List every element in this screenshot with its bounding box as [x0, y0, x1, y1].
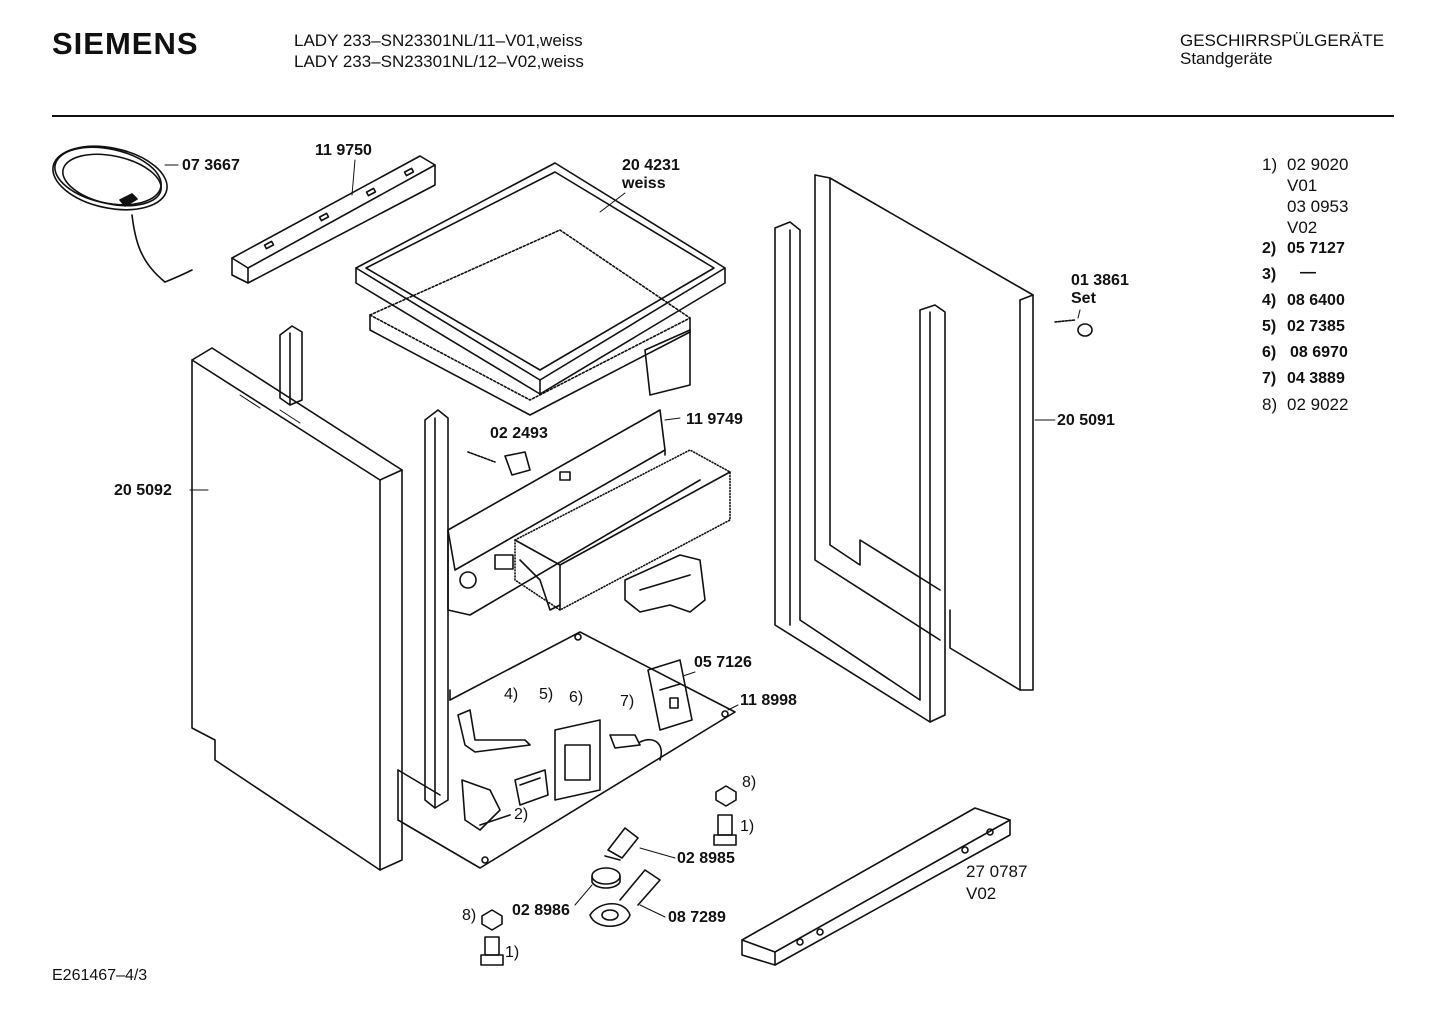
legend-value-5: 02 7385	[1287, 318, 1345, 335]
part-label-screw-cap-note: Set	[1071, 290, 1096, 307]
latch-part	[605, 828, 638, 860]
legend-key-2: 2)	[1262, 240, 1277, 257]
legend-key-5: 5)	[1262, 318, 1277, 335]
model-line-2: LADY 233–SN23301NL/12–V02,weiss	[294, 52, 584, 71]
callout-4: 4)	[504, 686, 519, 703]
legend-value-3: —	[1300, 264, 1316, 281]
legend-value-7: 04 3889	[1287, 370, 1345, 387]
drawing-id: E261467–4/3	[52, 967, 148, 984]
callout-8-right: 8)	[742, 774, 757, 791]
top-rail-part	[232, 156, 435, 283]
legend-value-2: 05 7127	[1287, 240, 1345, 257]
callout-5: 5)	[539, 686, 554, 703]
part-label-disc: 02 8986	[512, 902, 570, 919]
part-label-base-rail: 27 0787	[966, 862, 1028, 881]
screw-cap-part	[1055, 320, 1092, 336]
left-profile-part	[280, 326, 302, 405]
nut-bolt-right	[714, 786, 736, 845]
part-label-screw-cap: 01 3861	[1071, 272, 1129, 289]
legend-value-1-v02: V02	[1287, 218, 1318, 237]
air-duct-part	[625, 555, 705, 612]
part-label-bracket: 05 7126	[694, 654, 752, 671]
category-subtitle: Standgeräte	[1180, 49, 1273, 68]
part-label-worktop: 20 4231	[622, 157, 680, 174]
legend-key-8: 8)	[1262, 395, 1278, 414]
part-label-base-plate: 11 8998	[740, 692, 797, 709]
left-side-panel-part	[192, 348, 402, 870]
callout-7: 7)	[620, 693, 635, 710]
legend-key-7: 7)	[1262, 370, 1277, 387]
legend-value-1: 02 9020	[1287, 155, 1349, 174]
part-label-latch: 02 8985	[677, 850, 735, 867]
category-title: GESCHIRRSPÜLGERÄTE	[1180, 31, 1385, 50]
callout-1-right: 1)	[740, 818, 755, 835]
part-label-cord: 07 3667	[182, 157, 240, 174]
valve-part	[590, 870, 660, 926]
part-label-top-rail: 11 9750	[315, 142, 372, 159]
model-line-1: LADY 233–SN23301NL/11–V01,weiss	[294, 31, 583, 50]
legend-value-6: 08 6970	[1290, 344, 1348, 361]
right-frame-part	[815, 175, 1033, 690]
part-label-left-panel: 20 5092	[114, 482, 172, 499]
part-label-valve: 08 7289	[668, 909, 726, 926]
power-cord-part	[47, 137, 192, 282]
callout-8-left: 8)	[462, 907, 477, 924]
base-rail-part	[742, 808, 1010, 965]
legend-key-6: 6)	[1262, 344, 1277, 361]
legend-value-8: 02 9022	[1287, 395, 1349, 414]
small-parts-group	[458, 710, 661, 830]
legend-value-1-alt: 03 0953	[1287, 197, 1349, 216]
part-label-right-frame: 20 5091	[1057, 412, 1115, 429]
brand-logo: SIEMENS	[52, 26, 199, 61]
legend-key-4: 4)	[1262, 292, 1277, 309]
legend-value-4: 08 6400	[1287, 292, 1345, 309]
insulation-panel-part	[370, 230, 690, 415]
legend-value-1-v01: V01	[1287, 176, 1318, 195]
bracket-part	[648, 660, 692, 730]
part-label-base-rail-variant: V02	[966, 884, 997, 903]
callout-6: 6)	[569, 689, 584, 706]
part-label-control-panel: 11 9749	[686, 411, 743, 428]
callout-2: 2)	[514, 806, 529, 823]
front-frame-strip	[398, 410, 448, 808]
legend-key-1: 1)	[1262, 155, 1278, 174]
base-plate-part	[398, 632, 735, 868]
header-divider	[52, 115, 1394, 117]
screw-clip-part	[468, 452, 530, 475]
legend-key-3: 3)	[1262, 266, 1277, 283]
nut-bolt-left	[481, 910, 503, 965]
part-label-screw-clip: 02 2493	[490, 425, 548, 442]
control-panel-part	[448, 410, 700, 615]
disc-part	[592, 868, 620, 888]
right-profile-part	[775, 222, 945, 722]
insulation-box-part	[515, 450, 730, 610]
part-label-worktop-color: weiss	[622, 175, 666, 192]
callout-1-left: 1)	[505, 944, 520, 961]
